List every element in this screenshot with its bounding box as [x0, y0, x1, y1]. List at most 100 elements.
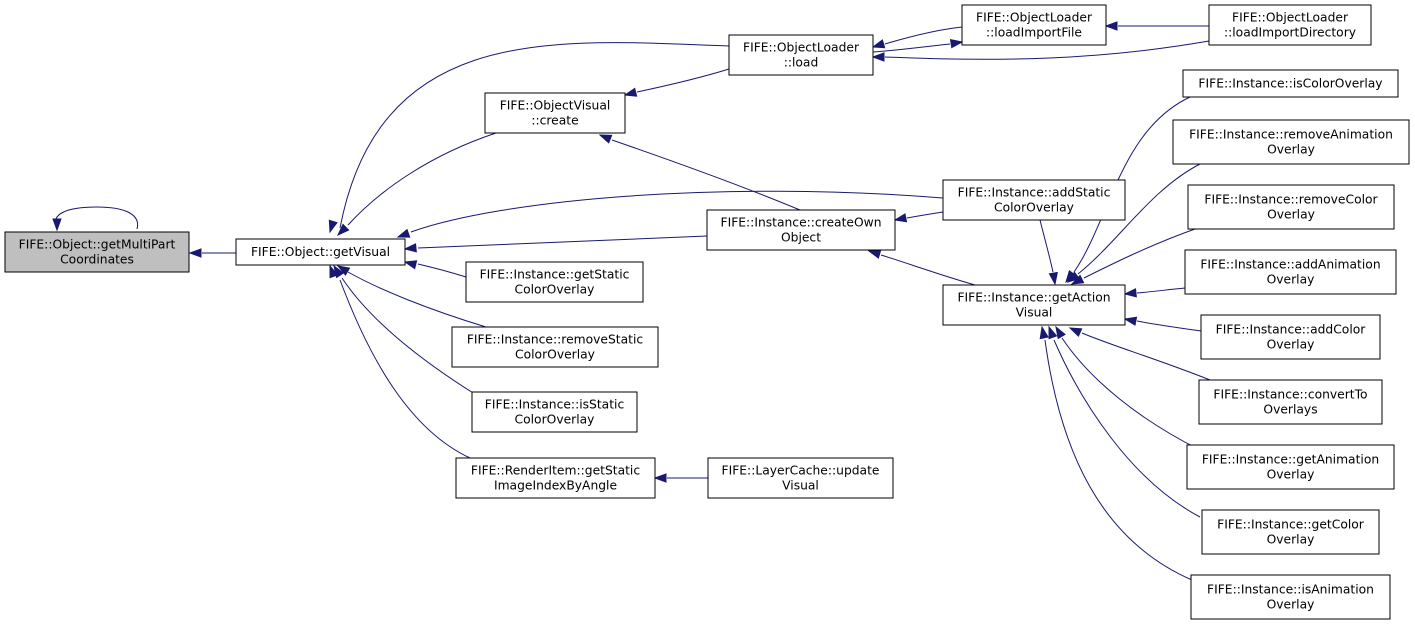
- node-label-line: FIFE::ObjectVisual: [500, 99, 611, 113]
- edge-addcolor-to-getaction: [1123, 316, 1202, 332]
- node-objectvisual-create[interactable]: FIFE::ObjectVisual::create: [484, 92, 626, 134]
- edge-getstatic-to-getvisual: [403, 260, 467, 278]
- node-label-line: Overlay: [1267, 338, 1315, 352]
- edge-removeanim-to-getaction: [1066, 163, 1201, 283]
- node-label-line: FIFE::Instance::convertTo: [1213, 388, 1367, 402]
- edge-line: [1039, 219, 1054, 273]
- node-box: [1172, 119, 1410, 165]
- arrowhead: [1104, 21, 1118, 31]
- edge-olload-to-getvisual: [328, 42, 730, 234]
- node-label-line: FIFE::ObjectLoader: [1232, 11, 1349, 25]
- arrowhead: [867, 249, 882, 259]
- node-instance-iscoloroverlay[interactable]: FIFE::Instance::isColorOverlay: [1182, 69, 1399, 98]
- edge-line: [1136, 287, 1186, 294]
- node-label-line: ImageIndexByAngle: [494, 479, 617, 493]
- node-label-line: FIFE::Instance::isColorOverlay: [1198, 77, 1382, 91]
- edge-line: [884, 40, 1210, 60]
- edge-line: [339, 42, 730, 229]
- node-box: [1184, 249, 1397, 295]
- node-box: [961, 4, 1107, 46]
- node-label-line: FIFE::Instance::removeAnimation: [1189, 128, 1393, 142]
- edge-getcolor-to-getaction: [1048, 325, 1201, 518]
- arrowhead: [623, 87, 638, 97]
- node-label-line: FIFE::Instance::isAnimation: [1207, 583, 1374, 597]
- edge-ovcreate-to-getvisual: [336, 132, 497, 237]
- node-label-line: ::loadImportFile: [986, 26, 1082, 40]
- node-objectloader-loadimportdirectory[interactable]: FIFE::ObjectLoader::loadImportDirectory: [1208, 4, 1372, 46]
- arrowhead: [396, 228, 411, 238]
- edge-line: [55, 206, 139, 230]
- edge-addstatic-to-getaction: [1039, 219, 1058, 286]
- edge-line: [347, 132, 497, 226]
- edge-getanim-to-getaction: [1055, 325, 1201, 451]
- node-object-getvisual[interactable]: FIFE::Object::getVisual: [235, 238, 406, 266]
- node-label-line: Visual: [782, 479, 819, 493]
- node-label-line: Overlay: [1267, 273, 1315, 287]
- node-label-line: FIFE::Instance::removeStatic: [467, 333, 643, 347]
- node-renderitem-getstaticimageindexbyangle[interactable]: FIFE::RenderItem::getStaticImageIndexByA…: [455, 457, 656, 499]
- edge-line: [1081, 332, 1211, 381]
- node-label-line: FIFE::Instance::getStatic: [480, 268, 630, 282]
- edge-renderitem-to-getvisual: [329, 264, 471, 459]
- edge-line: [1136, 320, 1202, 332]
- node-box: [1182, 69, 1399, 98]
- node-objectloader-load[interactable]: FIFE::ObjectLoader::load: [728, 34, 874, 76]
- arrowhead: [403, 243, 417, 253]
- node-label-line: FIFE::Object::getVisual: [251, 245, 390, 259]
- node-box: [1186, 444, 1395, 490]
- edge-isanim-to-getaction: [1039, 325, 1193, 581]
- edge-line: [872, 43, 951, 53]
- edge-olimportfile-to-olload: [871, 26, 963, 49]
- edge-line: [1061, 337, 1201, 451]
- node-label-line: FIFE::Instance::getAnimation: [1202, 453, 1379, 467]
- node-label-line: FIFE::ObjectLoader: [976, 11, 1093, 25]
- node-label-line: ColorOverlay: [515, 348, 595, 362]
- node-label-line: Overlays: [1263, 403, 1317, 417]
- node-box: [1190, 574, 1391, 620]
- node-label-line: Visual: [1016, 306, 1053, 320]
- arrowhead: [598, 134, 613, 144]
- edge-removecolor-to-getaction: [1070, 228, 1196, 285]
- node-label-line: FIFE::Instance::getAction: [957, 291, 1110, 305]
- edge-line: [1044, 339, 1193, 581]
- node-label-line: FIFE::LayerCache::update: [722, 464, 880, 478]
- node-label-line: FIFE::Instance::removeColor: [1204, 193, 1378, 207]
- edge-removestatic-to-getvisual: [336, 265, 487, 328]
- node-label-line: Coordinates: [60, 253, 134, 267]
- edge-createown-to-ovcreate: [598, 134, 801, 211]
- node-box: [451, 326, 659, 368]
- node-label-line: FIFE::Object::getMultiPart: [19, 238, 176, 252]
- node-box: [1201, 509, 1380, 555]
- node-label-line: ::create: [531, 114, 578, 128]
- arrowhead: [1048, 271, 1058, 286]
- arrowhead: [336, 265, 351, 276]
- node-label-line: FIFE::Instance::addAnimation: [1200, 258, 1380, 272]
- node-layer: FIFE::Object::getMultiPartCoordinatesFIF…: [4, 4, 1410, 620]
- arrowhead: [871, 52, 885, 62]
- node-label-line: FIFE::RenderItem::getStatic: [471, 464, 640, 478]
- node-objectloader-loadimportfile[interactable]: FIFE::ObjectLoader::loadImportFile: [961, 4, 1107, 46]
- edge-line: [1077, 163, 1201, 275]
- node-box: [484, 92, 626, 134]
- edge-olimportdir-to-olload: [871, 40, 1210, 62]
- node-box: [1187, 184, 1395, 230]
- arrowhead: [871, 39, 886, 49]
- node-box: [942, 179, 1126, 221]
- arrowhead: [1123, 316, 1138, 326]
